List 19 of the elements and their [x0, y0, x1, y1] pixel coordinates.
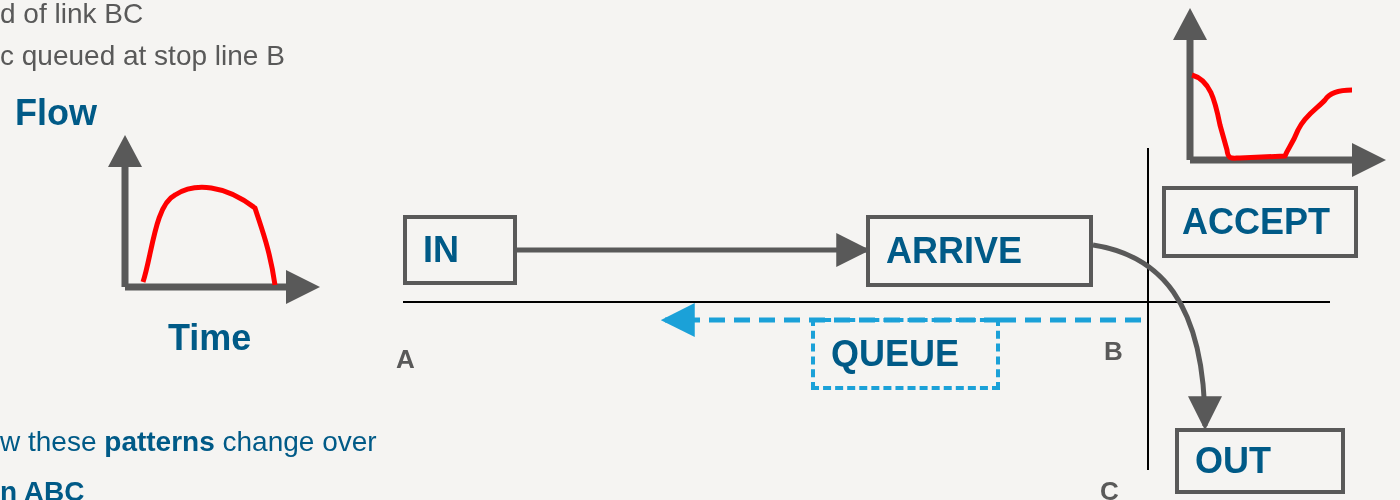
point-label: C [1100, 478, 1119, 500]
queue-box [811, 318, 1000, 390]
box-label: ACCEPT [1182, 201, 1330, 243]
box-label: OUT [1195, 440, 1271, 482]
process-box [403, 215, 517, 285]
point-label: A [396, 346, 415, 372]
point-label: B [1104, 338, 1123, 364]
body-text: c queued at stop line B [0, 42, 285, 70]
arrow [1092, 242, 1222, 431]
body-text: w these patterns change over [0, 428, 377, 456]
box-label: ARRIVE [886, 230, 1023, 272]
axis-label: Time [168, 320, 252, 356]
axis-label: Flow [15, 95, 97, 131]
box-label: IN [423, 229, 459, 271]
process-box [1175, 428, 1345, 494]
box-label: QUEUE [831, 333, 960, 375]
body-text: d of link BC [0, 0, 144, 28]
process-box [1162, 186, 1358, 258]
process-box [866, 215, 1093, 287]
